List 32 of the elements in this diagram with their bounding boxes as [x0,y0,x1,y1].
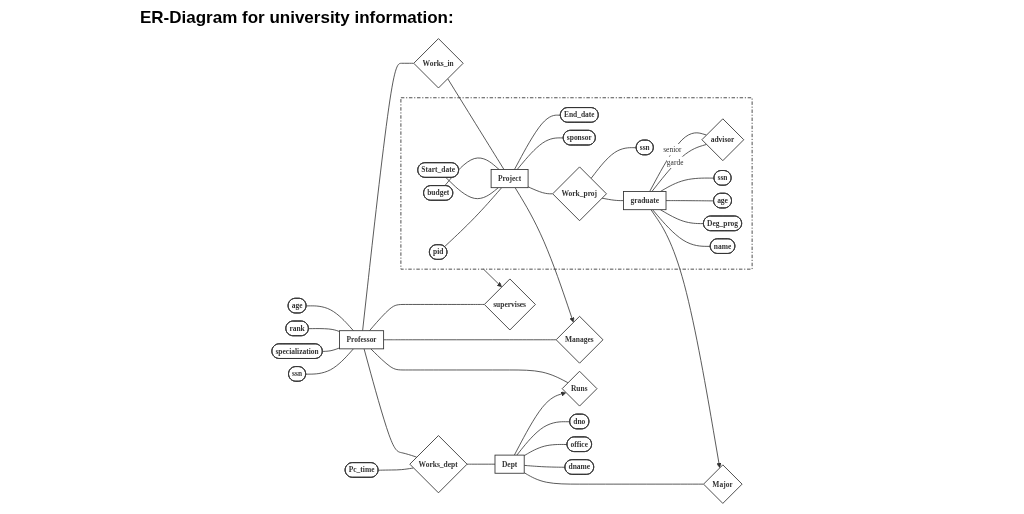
connector [362,62,414,332]
connector [377,467,414,471]
connector [652,209,711,247]
connector [444,157,500,187]
connector [665,200,715,202]
connector [527,186,553,195]
connector [444,187,503,248]
connector [523,464,566,468]
connector [659,177,715,192]
connector [445,177,499,200]
connector [305,305,354,332]
connector [523,472,704,485]
connector [370,348,569,384]
connector [590,147,637,179]
connector [514,114,562,170]
connector [383,339,557,341]
connector [305,348,354,375]
connector [659,209,705,225]
connector [447,78,505,170]
connector [363,348,418,458]
connector [308,328,340,332]
connector [523,444,568,457]
connector [466,463,496,465]
connector [651,144,707,192]
connector [369,304,485,332]
cluster [400,97,753,270]
connector [516,421,571,456]
connector [649,132,707,192]
connector [516,137,564,170]
connector [601,197,624,201]
connector [322,347,340,352]
diagram-title: ER-Diagram for university information: [140,8,455,29]
